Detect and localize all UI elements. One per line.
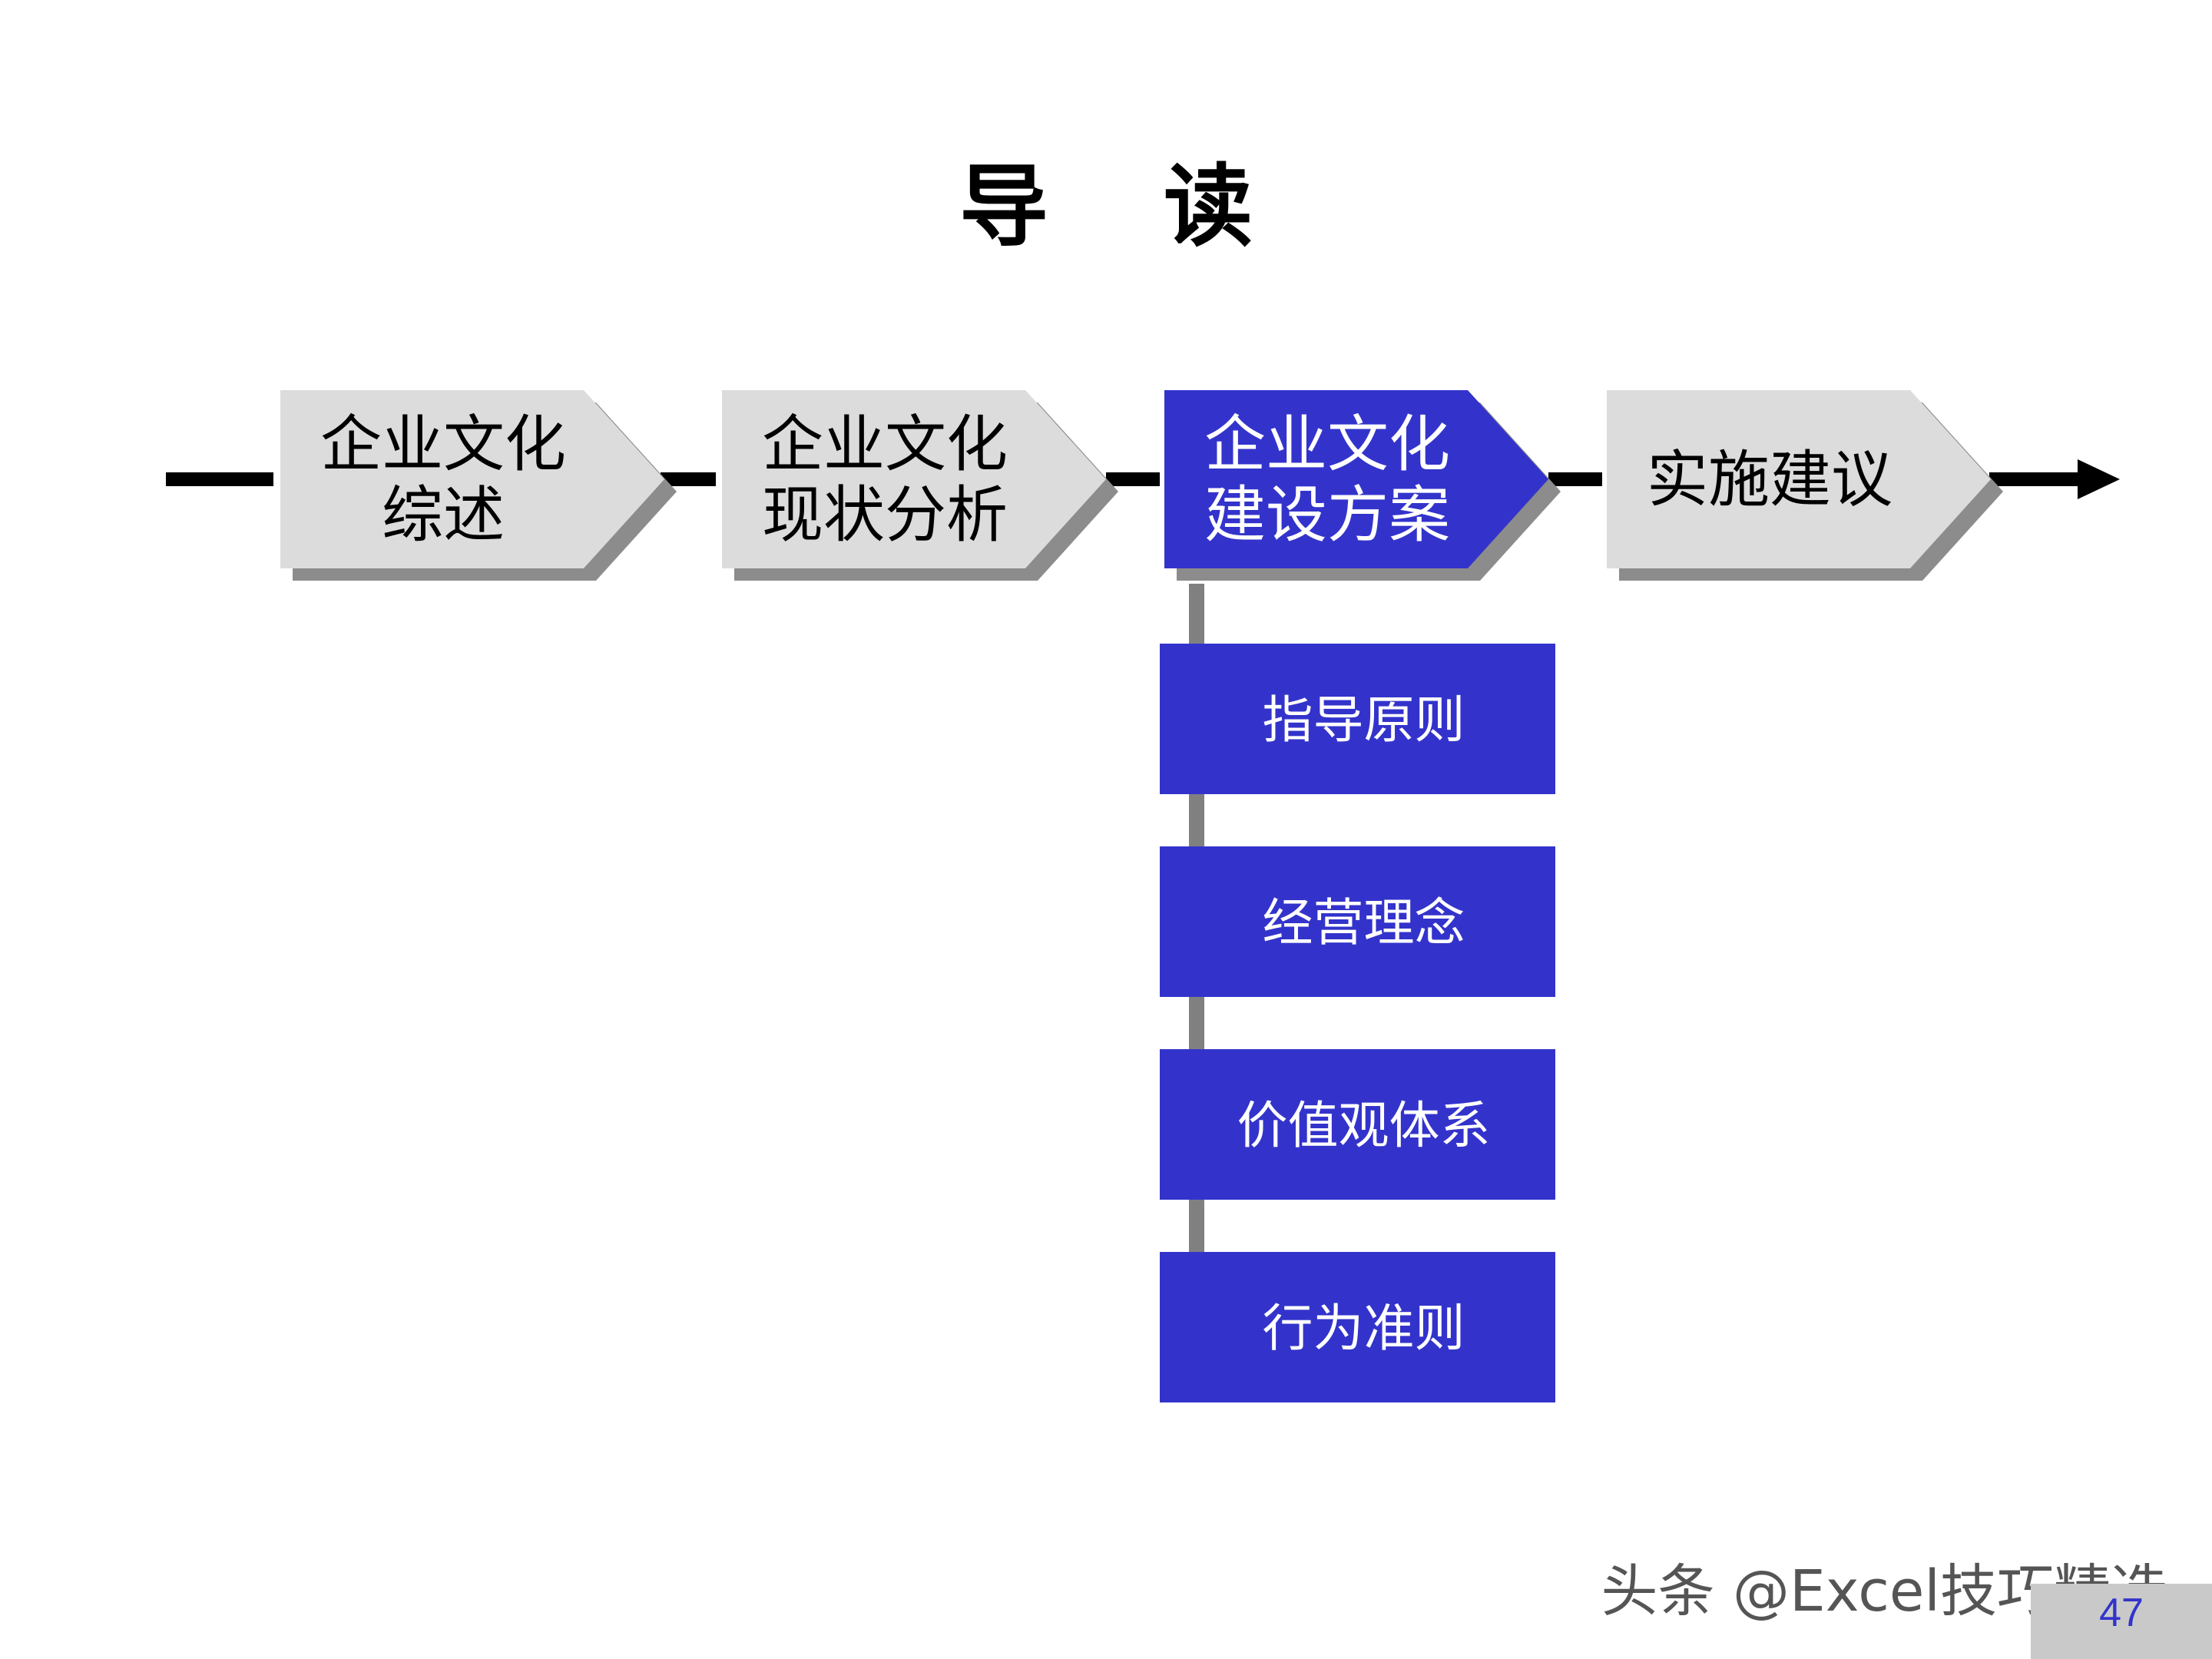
step-label: 综述	[382, 479, 505, 551]
timeline-segment	[1548, 472, 1602, 486]
title-char-2: 读	[1164, 155, 1253, 259]
sub-item-label: 经营理念	[1263, 893, 1465, 952]
sub-item-box	[1160, 846, 1555, 997]
step-label: 企业文化	[1204, 409, 1450, 480]
step-label: 建设方案	[1204, 479, 1450, 551]
arrow-head-icon	[2078, 459, 2120, 499]
timeline-line	[166, 459, 2120, 499]
title-char-1: 导	[959, 155, 1048, 259]
sub-item-2[interactable]: 经营理念	[1160, 846, 1555, 997]
timeline-segment	[1989, 472, 2093, 486]
step-chevron	[1607, 390, 1991, 568]
sub-item-3[interactable]: 价值观体系	[1160, 1049, 1555, 1200]
sub-item-4[interactable]: 行为准则	[1160, 1252, 1555, 1402]
page-number: 47	[2099, 1591, 2144, 1635]
sub-item-label: 价值观体系	[1237, 1096, 1491, 1155]
timeline-segment	[166, 472, 273, 486]
sub-item-box	[1160, 1049, 1555, 1200]
page-number-box	[2031, 1584, 2212, 1659]
step-4[interactable]: 实施建议	[1607, 390, 2003, 581]
steps-group: 企业文化综述企业文化现状分析企业文化建设方案实施建议	[280, 390, 2003, 581]
sub-item-label: 指导原则	[1263, 690, 1465, 750]
step-chevron	[280, 390, 664, 568]
step-label: 现状分析	[762, 479, 1008, 551]
step-label: 企业文化	[320, 409, 566, 480]
timeline-segment	[661, 472, 716, 486]
page-title: 导读	[0, 134, 2212, 263]
step-chevron	[722, 390, 1106, 568]
sub-item-1[interactable]: 指导原则	[1160, 644, 1555, 794]
sub-item-label: 行为准则	[1263, 1299, 1465, 1358]
sub-item-box	[1160, 644, 1555, 794]
step-label: 实施建议	[1647, 444, 1892, 515]
sub-item-box	[1160, 1252, 1555, 1402]
timeline-segment	[1106, 472, 1160, 486]
step-chevron	[1164, 390, 1548, 568]
step-label: 企业文化	[762, 409, 1008, 480]
